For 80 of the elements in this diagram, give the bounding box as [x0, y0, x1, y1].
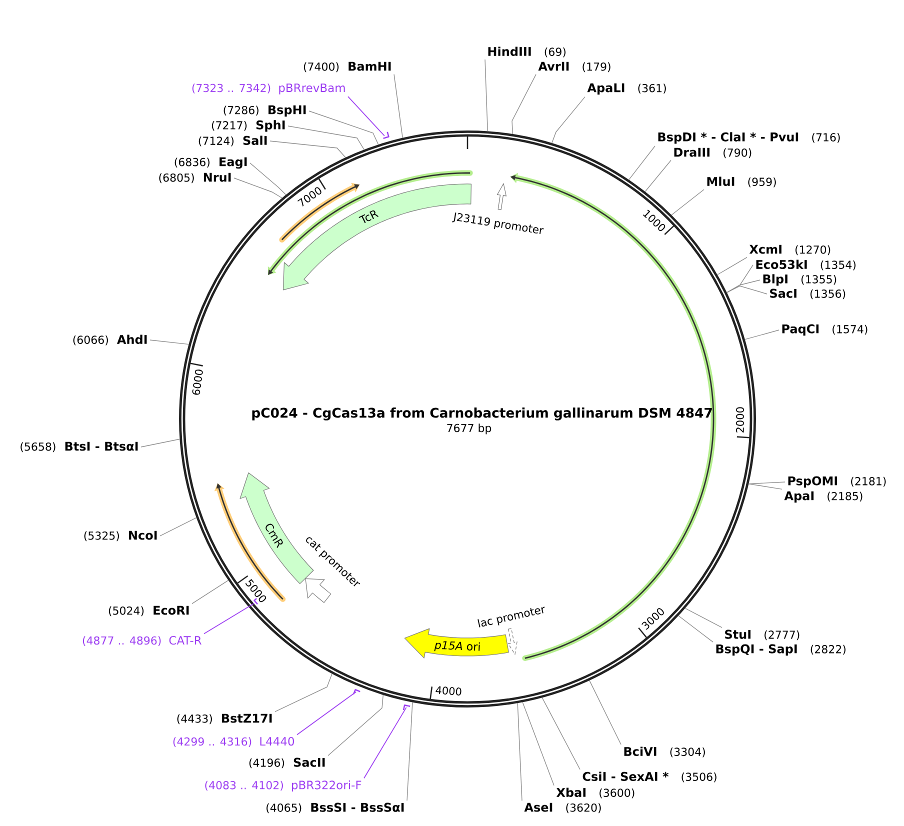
leader-line — [717, 256, 748, 276]
leader-line — [406, 702, 413, 801]
enzyme-label: (5658) BtsI - BtsαI — [20, 442, 138, 452]
leader-line — [726, 280, 760, 293]
enzyme-label: BlpI (1355) — [763, 274, 836, 286]
enzyme-label: PaqCI (1574) — [782, 324, 868, 336]
enzyme-label: XcmI (1270) — [749, 244, 830, 256]
enzyme-label: (5325) NcoI — [84, 530, 157, 542]
enzyme-label: BciVI (3304) — [624, 746, 705, 758]
leader-line — [644, 160, 672, 192]
feature-block: p15A ori — [404, 628, 509, 658]
enzyme-label: (5024) EcoRI — [108, 606, 189, 616]
enzyme-label: BspDI * - ClaI * - PvuI (716) — [658, 132, 840, 144]
enzyme-label: BspQI - SapI (2822) — [716, 644, 846, 656]
enzyme-label: Eco53kI (1354) — [756, 260, 856, 270]
leader-line — [364, 707, 407, 779]
enzyme-label: AseI (3620) — [524, 802, 601, 814]
enzyme-label: (4433) BstZ17I — [177, 714, 272, 724]
leader-line — [348, 96, 385, 136]
enzyme-label: (7286) BspHI — [224, 105, 306, 117]
primer-mark — [352, 689, 360, 695]
leader-line — [552, 96, 586, 144]
primer-label: (7323 .. 7342) pBRrevBam — [192, 84, 345, 94]
tick-label: 4000 — [436, 686, 462, 696]
leader-line — [308, 110, 379, 145]
leader-line — [678, 615, 714, 642]
leader-line — [150, 340, 190, 345]
leader-line — [394, 74, 403, 138]
enzyme-label: XbaI (3600) — [556, 788, 634, 798]
enzyme-label: (6066) AhdI — [73, 334, 147, 346]
leader-line — [250, 162, 286, 196]
leader-line — [517, 702, 522, 802]
enzyme-label: StuI (2777) — [725, 630, 800, 640]
primer-mark — [402, 704, 410, 710]
primer-label: (4083 .. 4102) pBR322ori-F — [205, 780, 362, 792]
enzyme-label: CsiI - SexAI * (3506) — [582, 772, 716, 782]
enzyme-label: (4065) BssSI - BssSαI — [266, 802, 404, 814]
leader-line — [748, 484, 782, 490]
enzyme-label: ApaI (2185) — [784, 491, 862, 503]
leader-line — [671, 189, 704, 216]
primer-mark — [383, 132, 390, 139]
leader-line — [542, 697, 580, 770]
leader-line — [628, 146, 656, 180]
leader-line — [589, 680, 622, 745]
leader-line — [270, 140, 346, 158]
enzyme-label: (4196) SacII — [249, 758, 325, 768]
enzyme-label: SacI (1356) — [770, 288, 846, 300]
primer-label: (4877 .. 4896) CAT-R — [82, 636, 202, 646]
leader-line — [726, 286, 768, 294]
leader-line — [328, 694, 384, 756]
leader-line — [274, 673, 332, 712]
leader-line — [160, 517, 197, 536]
plasmid-size: 7677 bp — [447, 424, 492, 434]
leader-line — [234, 178, 282, 198]
leader-line — [204, 602, 255, 634]
leader-line — [484, 59, 488, 132]
enzyme-label: AvrII (179) — [538, 62, 610, 72]
enzyme-label: (6836) EagI — [174, 157, 247, 169]
plasmid-title: pC024 - CgCas13a from Carnobacterium gallinarum DSM 4847 — [252, 408, 712, 420]
enzyme-label: (7217) SphI — [212, 120, 285, 132]
enzyme-label: (7400) BamHI — [304, 62, 391, 72]
leader-line — [288, 126, 364, 150]
leader-line — [522, 702, 554, 786]
tick-label: 2000 — [736, 407, 744, 432]
leader-line — [192, 580, 229, 604]
tick-label: 6000 — [192, 370, 203, 395]
leader-line — [684, 608, 722, 628]
leader-line — [296, 691, 356, 736]
leader-line — [744, 330, 780, 340]
enzyme-label: ApaLI (361) — [587, 83, 666, 95]
enzyme-label: (7124) SalI — [198, 136, 267, 146]
enzyme-label: HindIII (69) — [488, 46, 566, 58]
enzyme-label: DraIII (790) — [674, 148, 752, 158]
leader-line — [140, 438, 180, 448]
leader-line — [748, 482, 786, 484]
enzyme-label: MluI (959) — [707, 176, 776, 188]
enzyme-label: (6805) NruI — [159, 172, 231, 184]
primer-label: (4299 .. 4316) L4440 — [173, 737, 294, 747]
leader-line — [512, 74, 536, 134]
enzyme-label: PspOMI (2181) — [788, 476, 886, 488]
